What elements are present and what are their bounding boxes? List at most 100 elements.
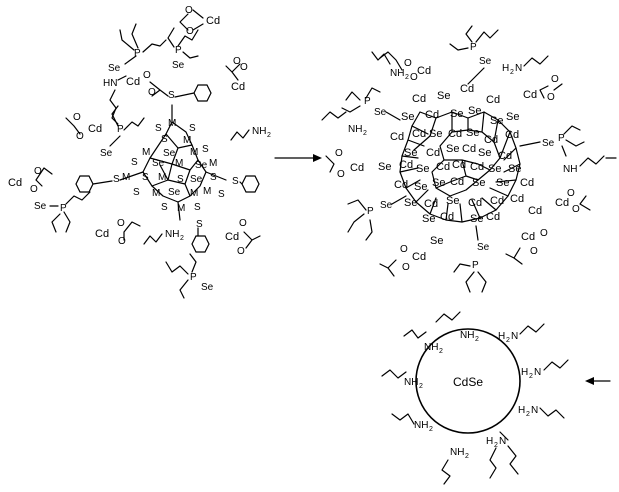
svg-text:Cd: Cd (528, 205, 542, 217)
svg-text:O: O (148, 87, 156, 98)
svg-text:Se: Se (437, 90, 450, 102)
svg-text:NH: NH (450, 447, 464, 458)
svg-text:N: N (531, 405, 538, 416)
svg-text:2: 2 (526, 411, 530, 418)
svg-text:2: 2 (529, 373, 533, 380)
svg-text:O: O (335, 148, 343, 159)
arrow-right (274, 154, 322, 162)
r-cd-acetate-left: Cd O O (325, 148, 364, 180)
svg-text:O: O (404, 58, 412, 69)
svg-text:2: 2 (494, 442, 498, 449)
svg-text:Se: Se (506, 111, 519, 123)
svg-text:Se: Se (429, 128, 442, 140)
cluster-se-4: Se (190, 174, 203, 185)
svg-text:Cd: Cd (452, 159, 466, 171)
svg-text:Cd: Cd (399, 159, 413, 171)
r-cd-acetate-top-right: Cd O O (523, 74, 563, 103)
svg-text:Cd: Cd (394, 179, 408, 191)
cluster-s-1: S (155, 123, 162, 134)
svg-text:Se: Se (430, 235, 443, 247)
svg-text:Cd: Cd (412, 93, 426, 105)
svg-text:Se: Se (432, 177, 445, 189)
svg-text:O: O (117, 218, 125, 229)
cluster-m-top: M (168, 118, 176, 129)
svg-text:2: 2 (506, 337, 510, 344)
svg-text:O: O (337, 169, 345, 180)
svg-text:P: P (117, 124, 124, 135)
svg-text:O: O (239, 218, 247, 229)
phenyl-bottom (191, 235, 210, 253)
svg-text:NH: NH (424, 342, 438, 353)
svg-text:Cd: Cd (460, 83, 474, 95)
cluster-m-5: M (209, 158, 217, 169)
cluster-m-11: M (177, 203, 185, 214)
np-ligand-3: H 2 N (498, 323, 545, 344)
svg-text:2: 2 (429, 426, 433, 433)
nanoparticle-circle (415, 328, 521, 434)
cd-acetate-mid: Cd O O (126, 70, 169, 98)
cluster-m-6: M (122, 172, 130, 183)
svg-text:O: O (402, 262, 410, 273)
svg-text:N: N (515, 63, 522, 74)
cluster-s-9: S (133, 187, 140, 198)
cluster-se-3: Se (195, 160, 208, 171)
svg-text:Cd: Cd (350, 162, 364, 174)
svg-text:Cd: Cd (462, 143, 476, 155)
svg-text:2: 2 (465, 453, 469, 460)
svg-text:P: P (134, 48, 141, 59)
cluster-s-top: S (168, 90, 175, 101)
svg-text:NH: NH (404, 377, 418, 388)
cd-acetate-lower-right: Cd O O (225, 218, 261, 257)
svg-text:Cd: Cd (95, 228, 109, 240)
svg-text:P: P (367, 206, 374, 217)
r-amine-right: NH (563, 155, 605, 175)
svg-text:Cd: Cd (510, 193, 524, 205)
svg-text:N: N (511, 331, 518, 342)
cd-acetate-far-left: Cd O O (8, 166, 53, 195)
svg-text:Se: Se (508, 163, 521, 175)
svg-text:Se: Se (380, 200, 393, 211)
svg-text:H: H (498, 331, 505, 342)
svg-text:Cd: Cd (426, 147, 440, 159)
svg-text:Se: Se (446, 143, 459, 155)
cluster-s-right: S (232, 176, 239, 187)
svg-text:O: O (410, 72, 418, 83)
svg-text:Cd: Cd (8, 177, 22, 189)
svg-text:Cd: Cd (486, 94, 500, 106)
svg-text:Cd: Cd (490, 195, 504, 207)
svg-text:Cd: Cd (521, 231, 535, 243)
svg-text:Se: Se (470, 213, 483, 225)
svg-text:Se: Se (404, 197, 417, 209)
r-phosphine-se-mid-left: P Se (341, 87, 401, 121)
cd-acetate-top: Cd O O (179, 5, 220, 37)
svg-text:O: O (118, 236, 126, 247)
svg-text:HN: HN (103, 78, 117, 89)
svg-text:O: O (34, 166, 42, 177)
cd-acetate-lower-left: Cd O O (95, 218, 141, 247)
cluster-se-1: Se (163, 148, 176, 159)
svg-text:Cd: Cd (412, 251, 426, 263)
arrow-left (585, 377, 611, 385)
svg-text:Se: Se (446, 195, 459, 207)
svg-text:Se: Se (496, 177, 509, 189)
svg-text:NH: NH (563, 164, 577, 175)
svg-text:O: O (540, 228, 548, 239)
r-phosphine-se-lower-left: P Se (347, 195, 407, 241)
svg-text:O: O (185, 5, 193, 16)
cluster-s-bottom: S (196, 219, 203, 230)
svg-text:Cd: Cd (450, 176, 464, 188)
np-ligand-5: NH 2 (381, 369, 423, 390)
cluster-s-6: S (142, 172, 149, 183)
cluster-m-8: M (152, 188, 160, 199)
svg-text:O: O (237, 246, 245, 257)
svg-text:Cd: Cd (436, 161, 450, 173)
svg-text:2: 2 (419, 383, 423, 390)
svg-text:Cd: Cd (225, 231, 239, 243)
svg-text:P: P (470, 42, 477, 53)
np-ligand-8: H 2 N (486, 436, 519, 475)
cluster-s-3: S (161, 134, 168, 145)
svg-text:Cd: Cd (417, 65, 431, 77)
svg-text:Se: Se (108, 63, 121, 74)
svg-text:NH: NH (460, 330, 474, 341)
